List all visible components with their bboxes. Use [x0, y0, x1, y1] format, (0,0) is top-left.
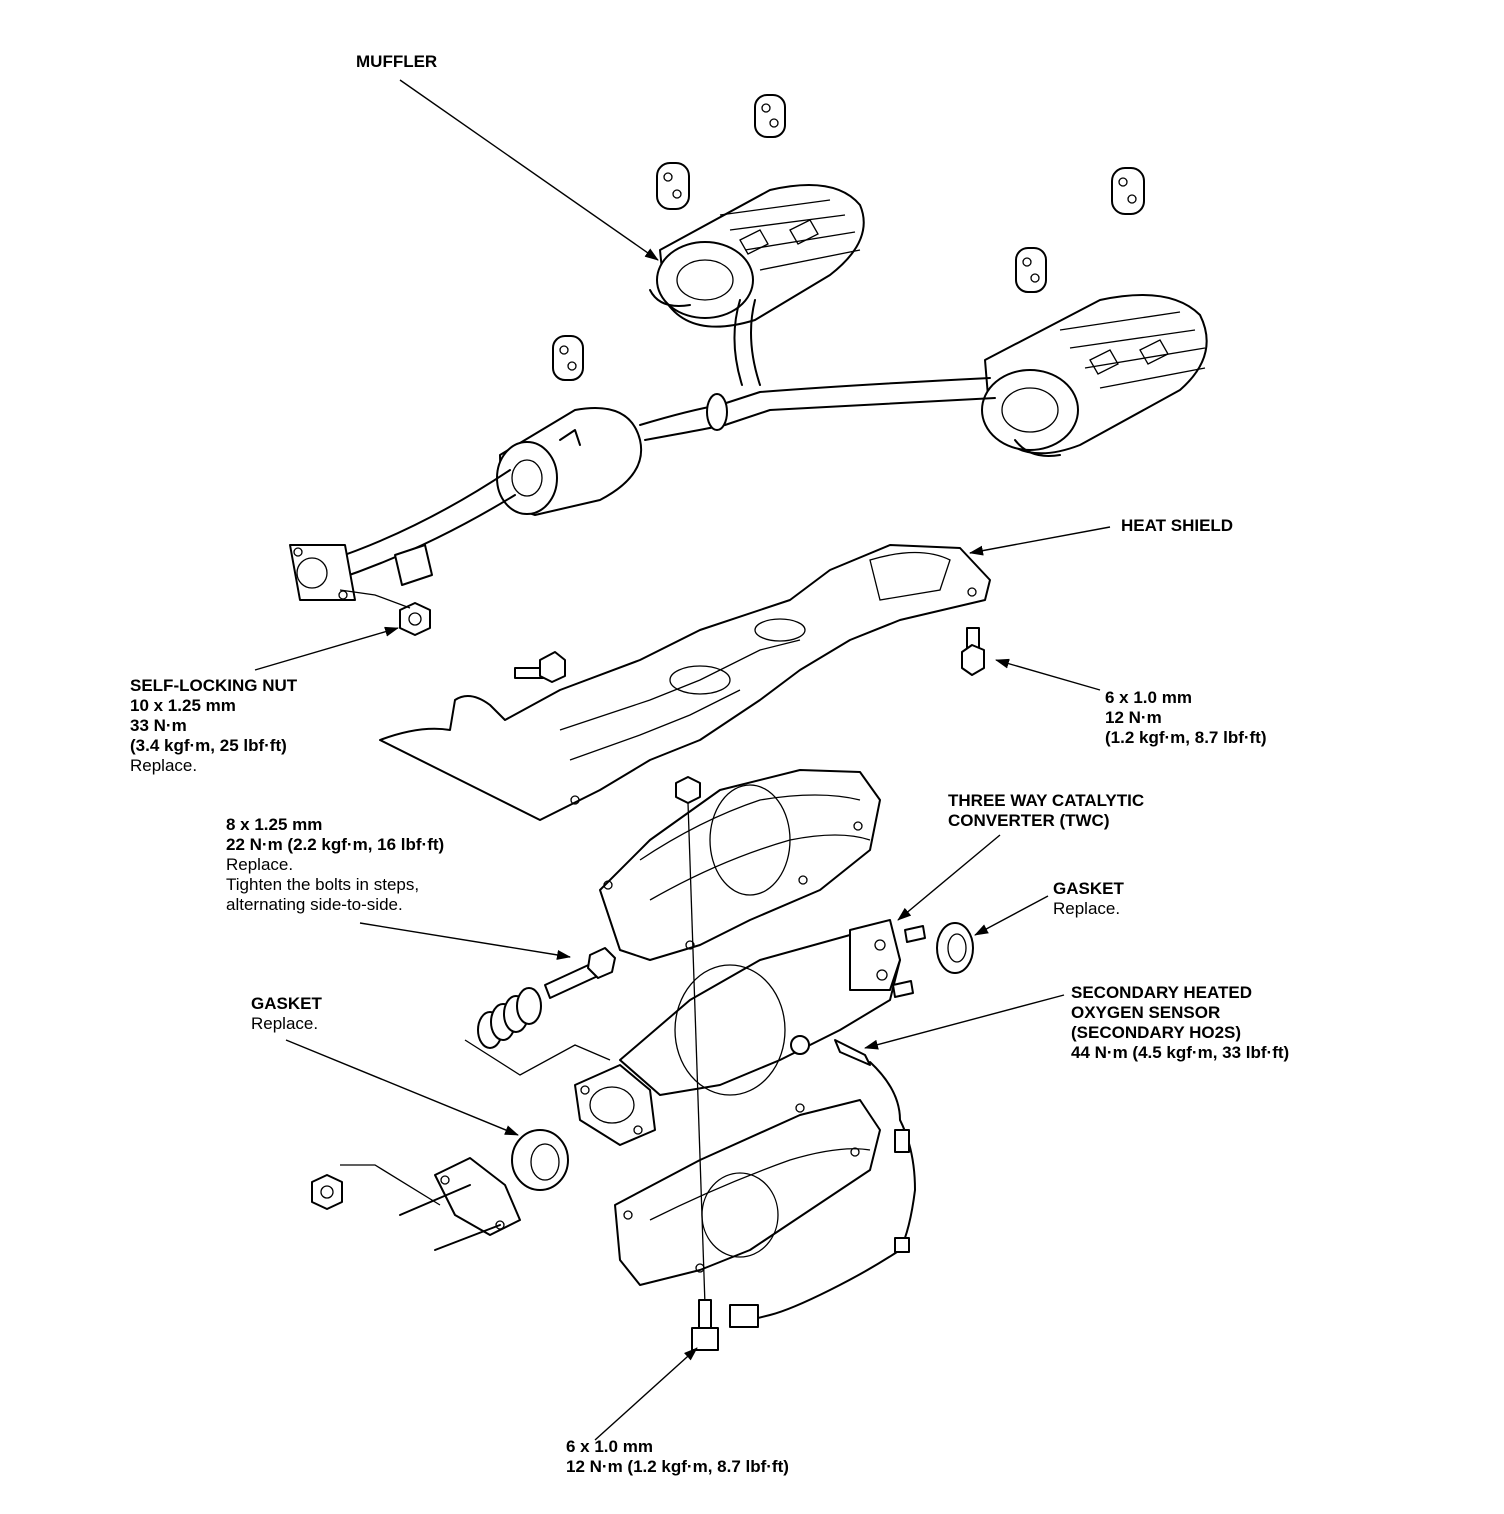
- flange-bolt-line-2: 22 N·m (2.2 kgf·m, 16 lbf·ft): [226, 835, 445, 854]
- gasket-right: [936, 922, 974, 974]
- bottom-bolt-line-1: 6 x 1.0 mm: [566, 1437, 653, 1456]
- flange-bolt: [544, 947, 616, 999]
- front-pipe: [289, 469, 516, 601]
- self-locking-nut-line-1: SELF-LOCKING NUT: [130, 676, 298, 695]
- flange-bolt-line-4: Tighten the bolts in steps,: [226, 875, 420, 894]
- muffler-label: MUFFLER: [356, 52, 437, 72]
- gasket-left-line-2: Replace.: [251, 1014, 319, 1033]
- gasket-right-label: GASKET Replace.: [1053, 879, 1124, 919]
- twc-cover-bolt-top: [675, 776, 701, 804]
- muffler-label-line: MUFFLER: [356, 52, 438, 71]
- three-way-catalytic-converter: [574, 919, 926, 1146]
- twc-label: THREE WAY CATALYTIC CONVERTER (TWC): [948, 791, 1144, 831]
- alignment-line: [687, 802, 706, 1306]
- ho2s-line-4: 44 N·m (4.5 kgf·m, 33 lbf·ft): [1071, 1043, 1290, 1062]
- heat-shield-bolt-right: [961, 627, 985, 676]
- self-locking-nut-line-3: 33 N·m: [130, 716, 187, 735]
- self-locking-nut-upper: [339, 589, 431, 636]
- heat-shield-bolt-label: 6 x 1.0 mm 12 N·m (1.2 kgf·m, 8.7 lbf·ft…: [1105, 688, 1267, 748]
- ho2s-line-1: SECONDARY HEATED: [1071, 983, 1253, 1002]
- gasket-left-line-1: GASKET: [251, 994, 322, 1013]
- twc-cover-upper: [599, 769, 881, 961]
- muffler-left: [649, 184, 865, 328]
- hanger-3: [1111, 167, 1145, 215]
- self-locking-nut-line-5: Replace.: [130, 756, 198, 775]
- spring: [464, 987, 611, 1076]
- hanger-5: [552, 335, 584, 381]
- flange-bolt-line-3: Replace.: [226, 855, 294, 874]
- bottom-bolt-label: 6 x 1.0 mm 12 N·m (1.2 kgf·m, 8.7 lbf·ft…: [566, 1437, 789, 1477]
- gasket-right-line-1: GASKET: [1053, 879, 1124, 898]
- y-pipe: [639, 299, 996, 441]
- leader-lines: [254, 79, 1111, 1441]
- heat-shield: [379, 544, 991, 821]
- exhaust-pipe-flange: [399, 1157, 521, 1251]
- heat-shield-label-line: HEAT SHIELD: [1121, 516, 1234, 535]
- secondary-ho2s: [729, 1039, 916, 1328]
- heat-shield-bolt-mid: [514, 651, 566, 683]
- heat-shield-label: HEAT SHIELD: [1121, 516, 1233, 536]
- hanger-2: [656, 162, 690, 210]
- twc-line-2: CONVERTER (TWC): [948, 811, 1110, 830]
- ho2s-line-3: (SECONDARY HO2S): [1071, 1023, 1242, 1042]
- heat-shield-bolt-line-2: 12 N·m: [1105, 708, 1162, 727]
- flange-bolt-line-5: alternating side-to-side.: [226, 895, 403, 914]
- hanger-1: [754, 94, 786, 138]
- gasket-right-line-2: Replace.: [1053, 899, 1121, 918]
- heat-shield-bolt-line-1: 6 x 1.0 mm: [1105, 688, 1192, 707]
- ho2s-line-2: OXYGEN SENSOR: [1071, 1003, 1221, 1022]
- self-locking-nut-label: SELF-LOCKING NUT 10 x 1.25 mm 33 N·m (3.…: [130, 676, 297, 776]
- heat-shield-bolt-line-3: (1.2 kgf·m, 8.7 lbf·ft): [1105, 728, 1267, 747]
- flange-bolt-line-1: 8 x 1.25 mm: [226, 815, 323, 834]
- bottom-bolt-line-2: 12 N·m (1.2 kgf·m, 8.7 lbf·ft): [566, 1457, 789, 1476]
- self-locking-nut-line-4: (3.4 kgf·m, 25 lbf·ft): [130, 736, 287, 755]
- ho2s-label: SECONDARY HEATED OXYGEN SENSOR (SECONDAR…: [1071, 983, 1289, 1063]
- twc-line-1: THREE WAY CATALYTIC: [948, 791, 1145, 810]
- flange-bolt-label: 8 x 1.25 mm 22 N·m (2.2 kgf·m, 16 lbf·ft…: [226, 815, 444, 915]
- self-locking-nut-line-2: 10 x 1.25 mm: [130, 696, 236, 715]
- twc-cover-lower: [614, 1099, 881, 1286]
- resonator: [496, 407, 643, 516]
- hanger-4: [1015, 247, 1047, 293]
- self-locking-nut-lower: [311, 1164, 441, 1210]
- gasket-left-label: GASKET Replace.: [251, 994, 322, 1034]
- gasket-left: [511, 1129, 569, 1191]
- muffler-right: [981, 294, 1208, 457]
- bottom-bolt: [691, 1299, 719, 1351]
